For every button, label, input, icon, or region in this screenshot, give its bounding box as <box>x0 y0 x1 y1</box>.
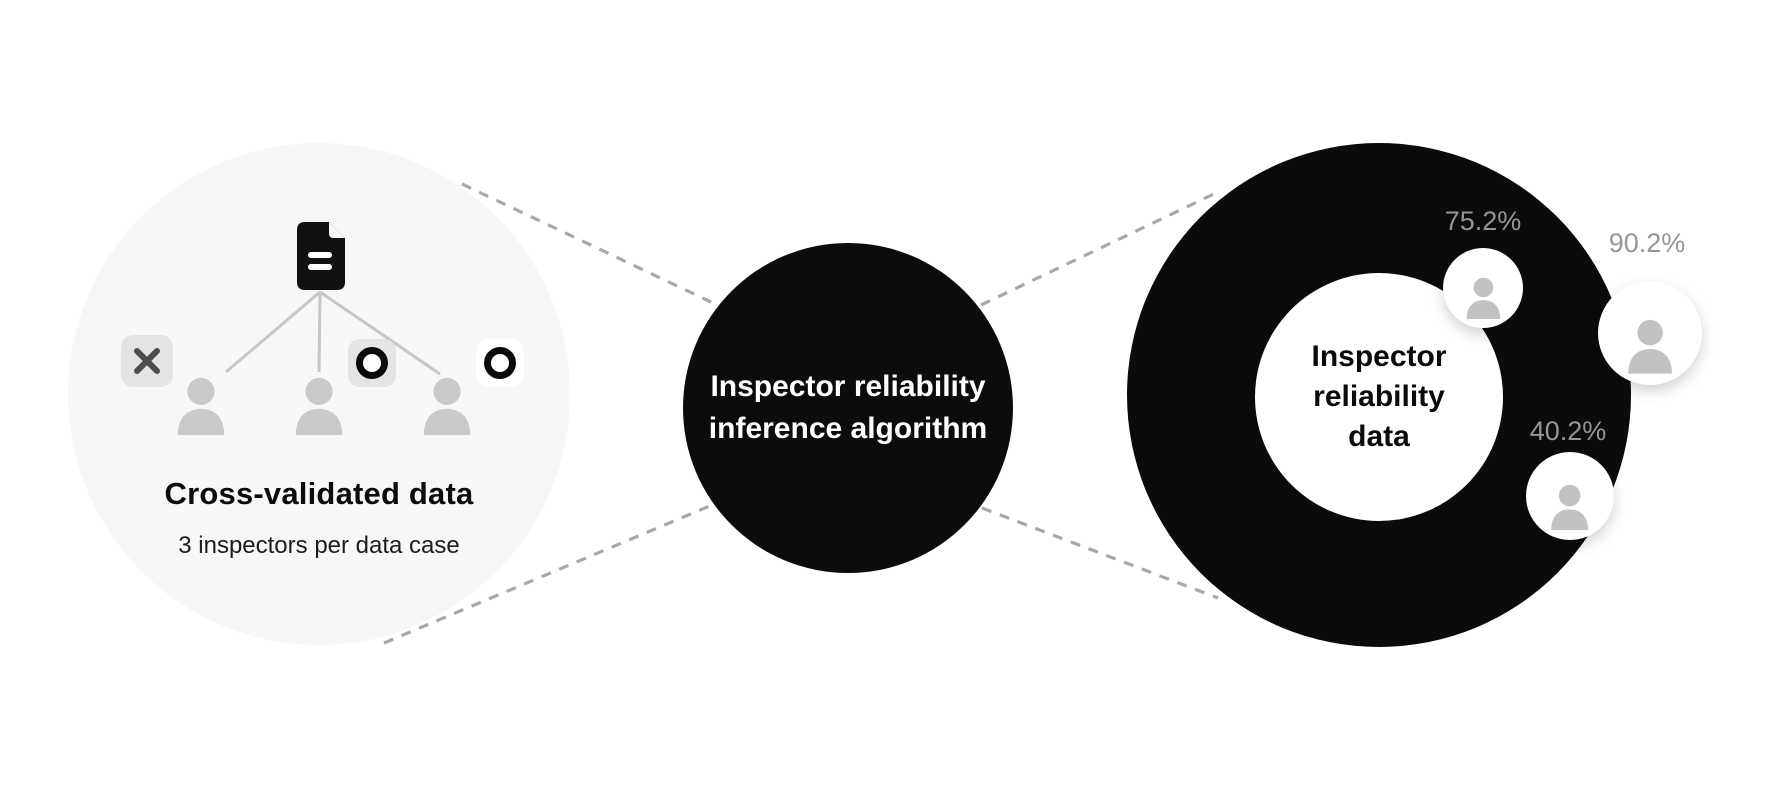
person-icon <box>1628 319 1672 374</box>
donut-label-line2: reliability <box>1313 380 1445 413</box>
algorithm-label-line2: inference algorithm <box>708 412 988 445</box>
inspector-avatar <box>1526 452 1614 540</box>
inspector-person-icon <box>423 377 471 436</box>
inspector-person-icon <box>177 377 225 436</box>
donut-label-line3: data <box>1348 420 1410 453</box>
approve-circle-icon <box>348 339 396 387</box>
o-mark-icon <box>484 347 516 379</box>
approve-circle-icon <box>476 339 524 387</box>
reliability-score: 90.2% <box>1608 228 1686 258</box>
inspector-person-icon <box>295 377 343 436</box>
left-circle-title: Cross-validated data <box>164 476 474 511</box>
reliability-score: 40.2% <box>1529 416 1607 446</box>
left-circle-subtitle: 3 inspectors per data case <box>178 532 460 559</box>
o-mark-icon <box>356 347 388 379</box>
person-icon <box>1466 277 1500 320</box>
x-mark-icon <box>134 348 160 374</box>
inference-algorithm-node: Inspector reliability inference algorith… <box>683 243 1013 573</box>
person-icon <box>1551 484 1589 531</box>
inspector-avatar <box>1598 281 1702 385</box>
reject-x-icon <box>121 335 173 387</box>
algorithm-label-line1: Inspector reliability <box>710 370 986 403</box>
inspector-avatar <box>1443 248 1523 328</box>
donut-label-line1: Inspector <box>1311 340 1447 373</box>
document-icon <box>297 222 345 290</box>
reliability-score: 75.2% <box>1444 206 1522 236</box>
